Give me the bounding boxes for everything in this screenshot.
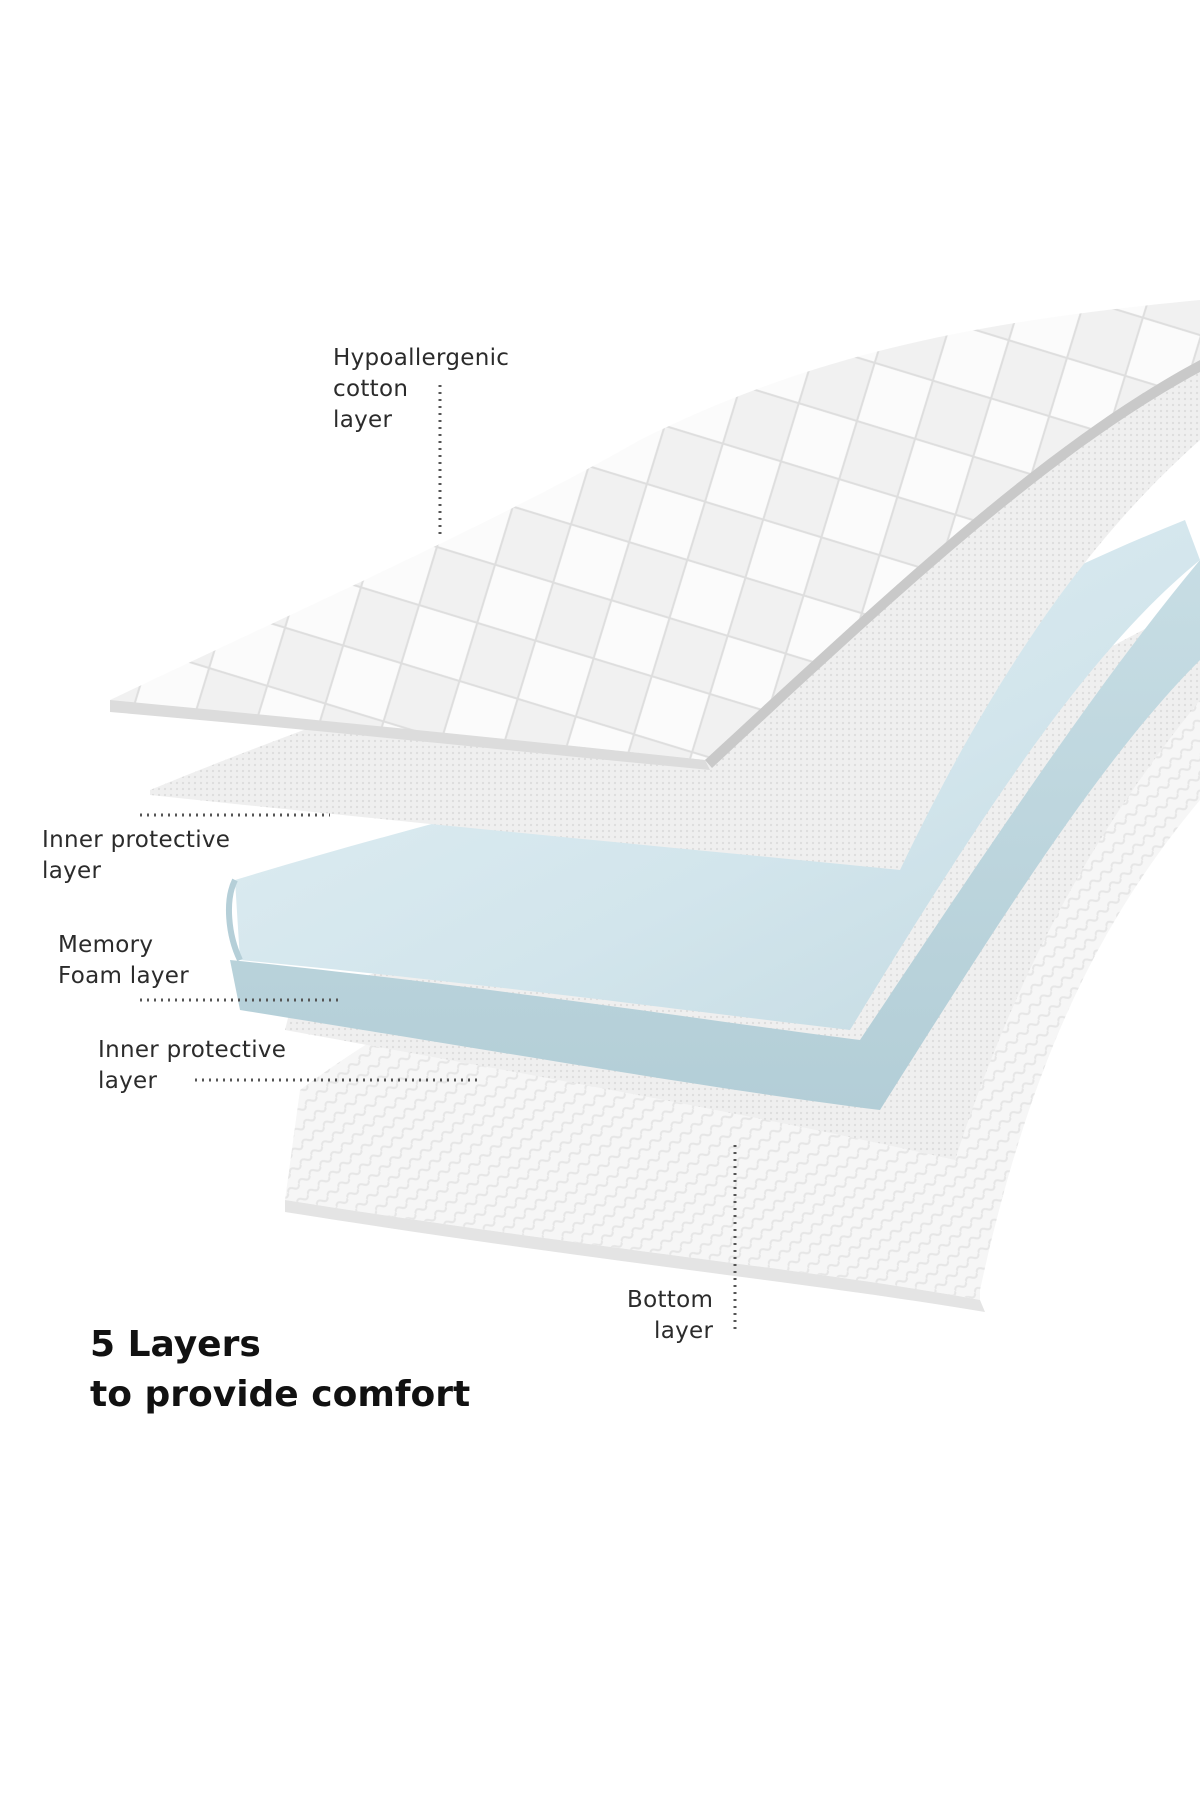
label-inner-protective-layer-1: Inner protective layer: [42, 827, 231, 884]
headline-line-2: to provide comfort: [90, 1374, 471, 1415]
leader-lines: [140, 385, 737, 1330]
label-bottom-layer: Bottom layer: [627, 1287, 714, 1344]
top-cotton-layer-shape: [110, 300, 1200, 770]
headline-line-1: 5 Layers: [90, 1324, 261, 1365]
headline: 5 Layers to provide comfort: [90, 1320, 470, 1420]
label-memory-foam-layer: Memory Foam layer: [58, 932, 189, 989]
label-inner-protective-layer-2: Inner protective layer: [98, 1037, 287, 1094]
label-top-cotton-layer: Hypoallergenic cotton layer: [333, 345, 510, 433]
